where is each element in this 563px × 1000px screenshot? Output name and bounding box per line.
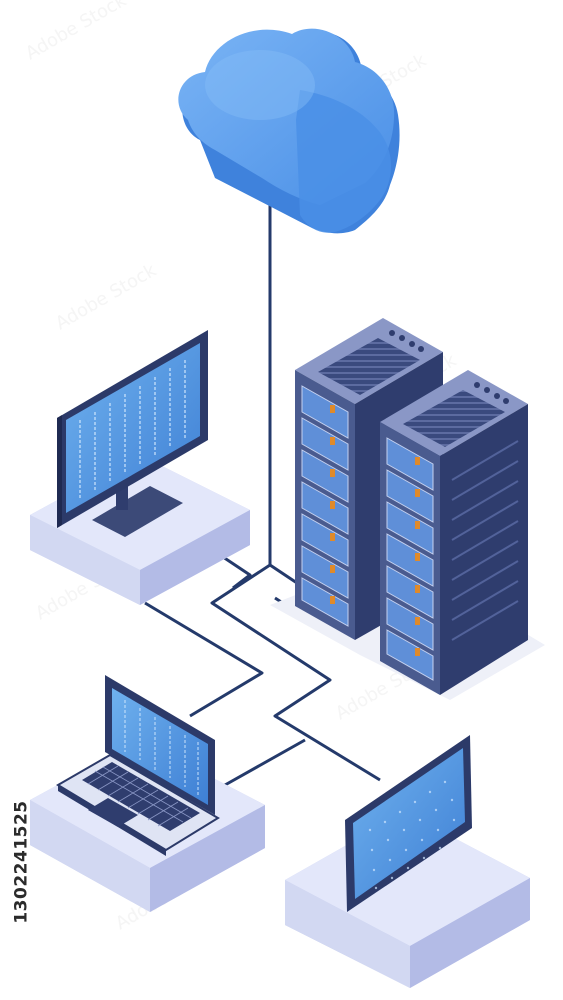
- cloud-icon: [178, 28, 400, 234]
- drive-bays: [386, 437, 434, 681]
- svg-text:Adobe Stock: Adobe Stock: [52, 260, 160, 335]
- desktop-monitor-icon: [57, 330, 208, 537]
- image-id-text: 1302241525: [12, 800, 33, 924]
- tablet-icon: [345, 735, 472, 912]
- svg-text:Adobe Stock: Adobe Stock: [22, 0, 130, 64]
- drive-bays: [301, 385, 349, 627]
- image-id-label: 1302241525: [4, 752, 40, 972]
- server-rack-icon: [270, 318, 545, 700]
- laptop-icon: [56, 675, 220, 856]
- server-rack-right: [380, 370, 528, 695]
- tablet-platform: [285, 812, 530, 988]
